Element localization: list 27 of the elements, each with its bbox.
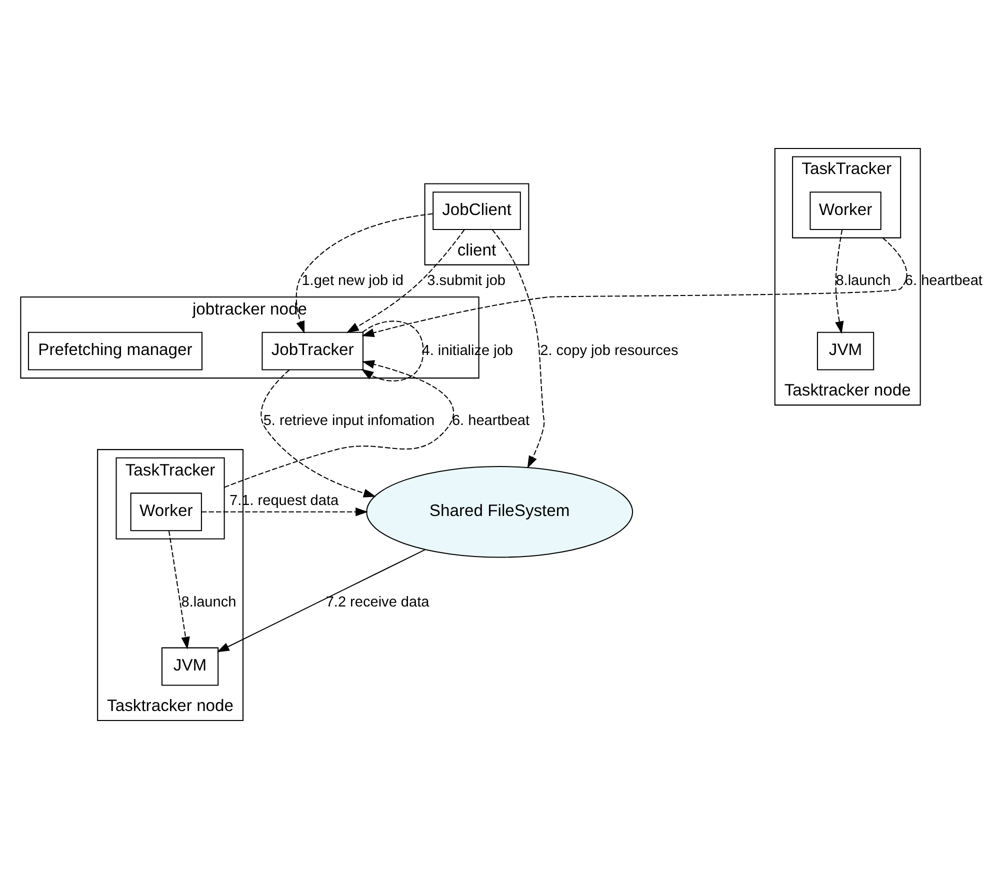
arrow bbox=[216, 549, 426, 652]
arrow bbox=[362, 237, 908, 337]
edge-label: 7.2 receive data bbox=[326, 594, 430, 610]
node-box: Worker bbox=[130, 492, 202, 532]
edge-label: 8.launch bbox=[181, 594, 236, 610]
node-box: JobTracker bbox=[262, 332, 364, 370]
node-box: Prefetching manager bbox=[28, 332, 202, 370]
arrow bbox=[168, 530, 190, 650]
arrow bbox=[260, 370, 376, 498]
edge-label: 3.submit job bbox=[427, 272, 506, 289]
edge-label: 8.launch bbox=[836, 272, 891, 289]
arrow bbox=[202, 508, 368, 516]
arrow bbox=[224, 360, 454, 488]
edge-label: 2. copy job resources bbox=[540, 342, 678, 359]
edge-label: 6. heartbeat bbox=[452, 413, 530, 430]
node-box: JobClient bbox=[432, 192, 521, 230]
node-box: JVM bbox=[816, 332, 874, 370]
arrow bbox=[361, 320, 424, 382]
arrow bbox=[296, 213, 433, 334]
node-box: JVM bbox=[161, 647, 219, 686]
node-ellipse: Shared FileSystem bbox=[366, 466, 634, 558]
edge-label: 1.get new job id bbox=[302, 272, 404, 289]
edge-label: 5. retrieve input infomation bbox=[263, 413, 435, 430]
arrow bbox=[492, 229, 545, 468]
arrow bbox=[346, 229, 465, 333]
arrow bbox=[835, 230, 844, 334]
node-box: Worker bbox=[810, 192, 882, 230]
